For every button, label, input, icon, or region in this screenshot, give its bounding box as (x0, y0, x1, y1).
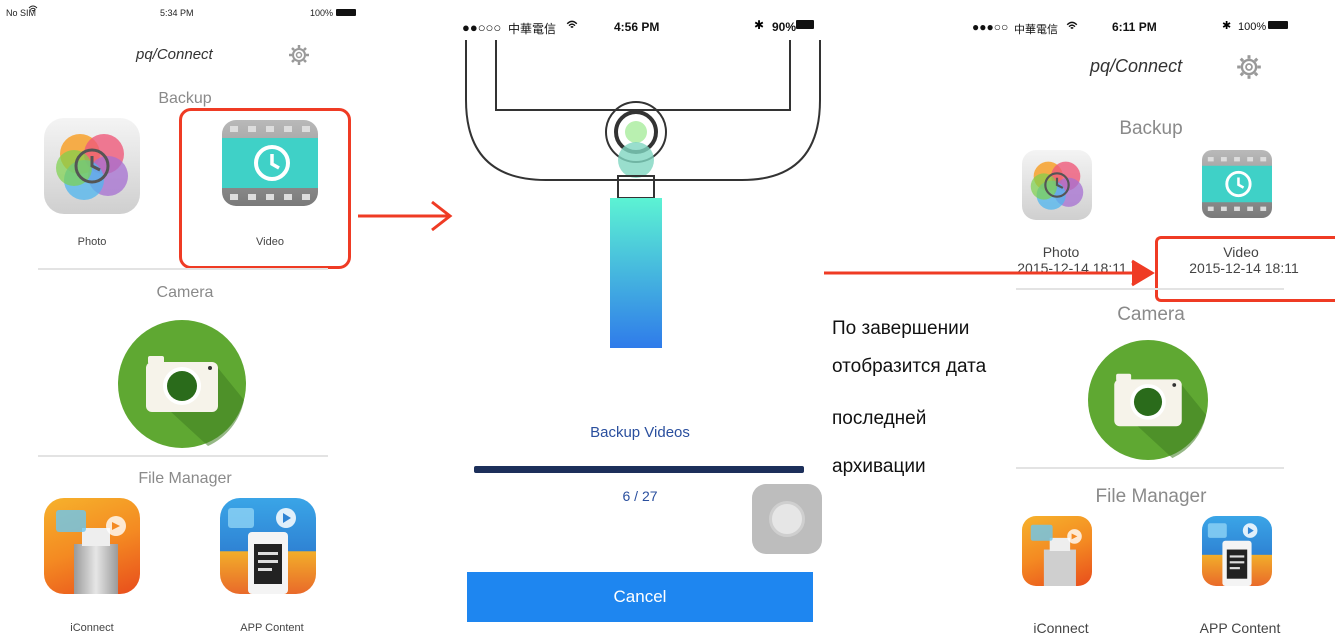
app-content-icon[interactable] (220, 498, 316, 594)
divider (38, 268, 328, 270)
video-label: Video (256, 236, 284, 248)
status-carrier: 中華電信 (1014, 24, 1058, 36)
divider (38, 455, 328, 457)
app-title: pq/Connect (136, 46, 213, 63)
battery-icon (796, 20, 814, 29)
phone-usb-illustration (464, 40, 824, 365)
video-label: Video (1223, 244, 1259, 260)
section-backup: Backup (158, 90, 212, 107)
video-backup-icon[interactable] (222, 120, 318, 206)
status-time: 5:34 PM (160, 8, 194, 18)
app-content-label: APP Content (240, 622, 304, 634)
divider (1016, 467, 1284, 469)
wifi-icon (566, 18, 578, 36)
iconnect-label: iConnect (1033, 620, 1089, 636)
highlight-video-box (179, 108, 351, 269)
photo-label: Photo (77, 236, 107, 248)
bluetooth-icon: ✱ (1222, 20, 1232, 32)
assistive-touch-button[interactable] (752, 484, 822, 554)
battery-icon (336, 9, 356, 16)
camera-icon[interactable] (1088, 340, 1208, 460)
annotation-line-4: архивации (832, 456, 926, 477)
status-time: 4:56 PM (614, 20, 660, 34)
status-carrier: No SIM (6, 8, 37, 18)
gear-icon[interactable] (1236, 54, 1262, 85)
photos-icon[interactable] (1022, 150, 1092, 220)
red-arrow-right-dates (822, 258, 1162, 293)
red-arrow-right (356, 196, 456, 237)
progress-text: 6 / 27 (622, 488, 658, 504)
wifi-icon (1066, 19, 1078, 37)
app-content-icon[interactable] (1202, 516, 1272, 586)
video-date: 2015-12-14 18:11 (1189, 260, 1299, 276)
photo-label: Photo (1042, 244, 1080, 260)
section-file-manager: File Manager (1095, 486, 1207, 507)
battery-icon (1268, 21, 1288, 29)
camera-icon[interactable] (118, 320, 246, 448)
cancel-button[interactable]: Cancel (467, 572, 813, 622)
photos-icon[interactable] (44, 118, 140, 214)
status-signal-dots: ●●●○○ (972, 20, 1009, 34)
annotation-line-3: последней (832, 408, 927, 429)
highlight-date-box (1155, 236, 1335, 302)
wifi-icon (28, 4, 38, 16)
annotation-line-1: По завершении (832, 318, 970, 339)
iconnect-icon[interactable] (1022, 516, 1092, 586)
assistive-touch-icon (769, 501, 805, 537)
status-battery: 100% (1238, 21, 1267, 33)
section-backup: Backup (1119, 118, 1183, 139)
status-time: 6:11 PM (1112, 20, 1157, 34)
backup-title: Backup Videos (590, 424, 690, 441)
status-battery: 100% (310, 8, 334, 18)
video-backup-icon[interactable] (1202, 150, 1272, 218)
progress-track (474, 466, 804, 473)
section-camera: Camera (1117, 304, 1185, 325)
annotation-line-2: отобразится дата (832, 356, 987, 377)
iconnect-label: iConnect (70, 622, 114, 634)
section-camera: Camera (156, 284, 214, 301)
status-carrier: 中華電信 (508, 22, 557, 36)
bluetooth-icon: ✱ (754, 18, 765, 32)
iconnect-icon[interactable] (44, 498, 140, 594)
progress-fill (474, 466, 804, 473)
section-file-manager: File Manager (138, 470, 232, 487)
gear-icon[interactable] (288, 44, 310, 71)
status-signal-dots: ●●○○○ (462, 20, 502, 35)
status-battery: 90% (772, 20, 797, 34)
app-content-label: APP Content (1199, 620, 1281, 636)
app-title: pq/Connect (1090, 56, 1183, 76)
divider (1016, 288, 1284, 290)
